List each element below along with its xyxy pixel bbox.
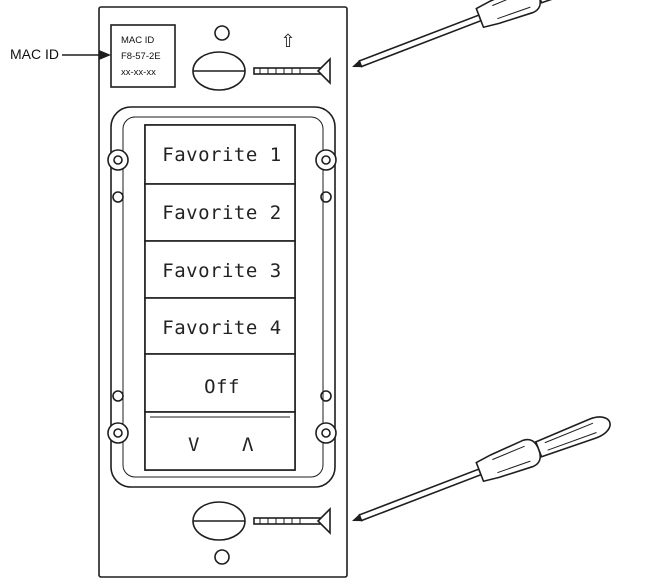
button-favorite-3-label: Favorite 3 [162, 260, 281, 282]
bottom-screwdriver [352, 416, 611, 522]
mac-tag-line1: MAC ID [121, 35, 154, 46]
top-mount-hole [214, 25, 230, 41]
button-favorite-4[interactable]: Favorite 4 [144, 297, 296, 355]
top-screw [253, 57, 331, 85]
rocker-button[interactable]: V Λ [144, 411, 296, 471]
bottom-mount-hole [214, 549, 230, 565]
mount-up-arrow: ⇧ [280, 31, 295, 52]
button-off[interactable]: Off [144, 353, 296, 413]
button-off-label: Off [204, 376, 240, 398]
mac-id-callout-label: MAC ID [10, 46, 59, 62]
top-mounting-slot [192, 51, 246, 91]
top-screwdriver [352, 0, 611, 68]
button-favorite-1-label: Favorite 1 [162, 144, 281, 166]
rocker-raise-label: Λ [242, 434, 254, 456]
button-favorite-2-label: Favorite 2 [162, 202, 281, 224]
bottom-screw [253, 507, 331, 535]
button-favorite-2[interactable]: Favorite 2 [144, 183, 296, 242]
bottom-mounting-slot [192, 501, 246, 541]
button-favorite-3[interactable]: Favorite 3 [144, 240, 296, 299]
mac-tag-line3: xx-xx-xx [121, 67, 156, 78]
mac-tag-line2: F8-57-2E [121, 51, 161, 62]
rocker-lower-label: V [188, 434, 200, 456]
keypad-bezel-inner [122, 116, 324, 478]
button-favorite-1[interactable]: Favorite 1 [144, 124, 296, 185]
button-favorite-4-label: Favorite 4 [162, 317, 281, 339]
mac-id-tag: MAC ID F8-57-2E xx-xx-xx [110, 24, 176, 88]
bezel-screws [107, 149, 337, 444]
mac-id-callout-arrow [62, 50, 111, 60]
button-column: Favorite 1 Favorite 2 Favorite 3 Favorit… [144, 124, 296, 471]
